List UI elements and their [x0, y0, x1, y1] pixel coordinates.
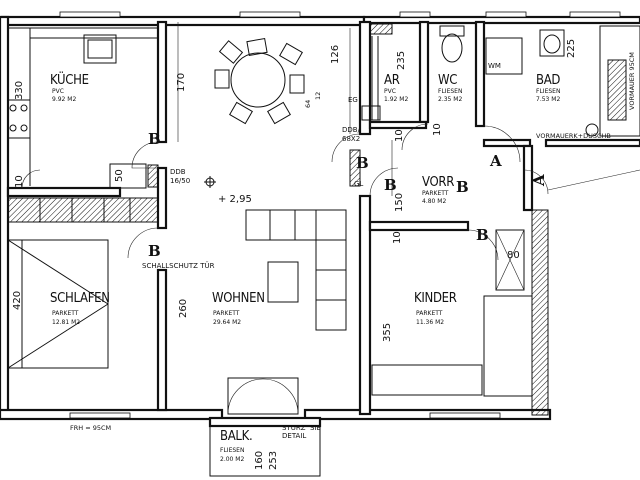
- floor-type: PVC: [384, 88, 396, 95]
- floor-type: PARKETT: [422, 190, 449, 197]
- room-vorr: VORR PARKETT 4.80 M2: [422, 175, 454, 205]
- room-name: KINDER: [414, 291, 457, 306]
- dim-10-left: 10: [14, 175, 25, 188]
- dim-ar-10: 10: [394, 129, 405, 142]
- ddb-size: 16/50: [170, 177, 190, 185]
- dim-126: 126: [330, 45, 341, 64]
- sofa: [245, 209, 347, 331]
- room-balk: BALK. FLIESEN 2.00 M2: [220, 429, 253, 463]
- room-ar: AR PVC 1.92 M2: [384, 73, 408, 103]
- door-mark-b: B: [356, 154, 369, 172]
- annotations: DDB 16/50 DDB/ 68X2 SCHALLSCHUTZ TÜR EG …: [70, 52, 636, 440]
- room-schlafen: SCHLAFEN PARKETT 12.81 M2: [50, 291, 110, 326]
- elevation-mark: + 2,95: [218, 194, 252, 205]
- room-area: 2.35 M2: [438, 96, 462, 103]
- room-name: VORR: [422, 175, 454, 190]
- dim-50: 50: [114, 169, 125, 182]
- room-name: BAD: [536, 73, 560, 88]
- bathroom-fixtures: [485, 25, 640, 137]
- floor-type: FLIESEN: [536, 88, 560, 95]
- dim-wc-10: 10: [432, 123, 443, 136]
- door-mark-b: B: [148, 242, 161, 260]
- room-name: AR: [384, 73, 400, 88]
- walls: [0, 11, 640, 421]
- room-bad: BAD FLIESEN 7.53 M2: [536, 73, 561, 103]
- vormauer-label: VORMAUERK+DUSCHB: [536, 132, 611, 140]
- double-bed: [7, 239, 109, 369]
- dim-225: 225: [566, 39, 577, 58]
- dim-160: 160: [254, 451, 265, 470]
- door-swings: [21, 123, 549, 261]
- schallschutz-label: SCHALLSCHUTZ TÜR: [142, 261, 215, 270]
- room-wc: WC FLIESEN 2.35 M2: [438, 73, 462, 103]
- room-name: KÜCHE: [50, 71, 89, 88]
- ddb-label: DDB: [170, 168, 186, 176]
- room-area: 2.00 M2: [220, 456, 244, 463]
- dim-12: 12: [314, 92, 322, 100]
- dim-80: 80: [507, 250, 520, 261]
- dim-150: 150: [394, 193, 405, 212]
- room-area: 7.53 M2: [536, 96, 560, 103]
- room-name: BALK.: [220, 429, 252, 444]
- dim-260: 260: [178, 299, 189, 318]
- kitchen-furniture: [7, 27, 159, 222]
- ddb-label-2: DDB/: [342, 126, 361, 134]
- floor-type: FLIESEN: [220, 447, 244, 454]
- ddb-size-2: 68X2: [342, 135, 360, 143]
- toilet: [439, 25, 465, 63]
- room-area: 9.92 M2: [52, 96, 76, 103]
- dim-64: 64: [304, 100, 312, 108]
- room-area: 1.92 M2: [384, 96, 408, 103]
- dim-355: 355: [382, 323, 393, 342]
- door-mark-a: A: [530, 174, 548, 187]
- gl-label: GL: [354, 180, 363, 188]
- room-name: WC: [438, 73, 457, 88]
- detail-label: DETAIL: [282, 432, 306, 440]
- frh-label: FRH = 95CM: [70, 424, 111, 432]
- door-mark-b: A: [489, 152, 502, 170]
- dim-420: 420: [12, 291, 23, 310]
- sturz-label: STURZ: [282, 424, 306, 432]
- floor-type: FLIESEN: [438, 88, 462, 95]
- room-area: 29.64 M2: [213, 319, 241, 326]
- dim-kueche-height: 330: [14, 81, 25, 100]
- wm-label: WM: [488, 62, 501, 70]
- sie-label: SIE: [310, 424, 321, 432]
- floor-type: PVC: [52, 88, 64, 95]
- eg-label: EG: [348, 96, 358, 104]
- room-name: SCHLAFEN: [50, 291, 110, 306]
- floor-type: PARKETT: [213, 310, 240, 317]
- dining-table: [214, 37, 305, 125]
- door-mark-b: B: [384, 176, 397, 194]
- single-bed: [371, 229, 533, 397]
- floor-type: PARKETT: [416, 310, 443, 317]
- door-mark-b: B: [148, 130, 161, 148]
- dim-10-mid: 10: [392, 231, 403, 244]
- door-markers: B B B B B B A: [148, 130, 502, 260]
- room-area: 12.81 M2: [52, 319, 80, 326]
- balcony: [208, 377, 322, 477]
- room-kueche: KÜCHE PVC 9.92 M2: [50, 71, 89, 103]
- dim-170: 170: [176, 73, 187, 92]
- room-area: 4.80 M2: [422, 198, 446, 205]
- room-wohnen: WOHNEN PARKETT 29.64 M2: [212, 291, 265, 326]
- room-area: 11.36 M2: [416, 319, 444, 326]
- room-kinder: KINDER PARKETT 11.36 M2: [414, 291, 457, 326]
- door-mark-b: B: [456, 178, 469, 196]
- dim-235: 235: [396, 51, 407, 70]
- dim-253: 253: [268, 451, 279, 470]
- floor-type: PARKETT: [52, 310, 79, 317]
- vormauer-side-label: VORMAUER 95CM: [628, 52, 636, 110]
- dimension-labels: 330 170 126 235 225 420 260 355 160 253 …: [12, 39, 577, 470]
- door-mark-b: B: [476, 226, 489, 244]
- storage-shelves: [361, 36, 381, 121]
- room-name: WOHNEN: [212, 291, 265, 306]
